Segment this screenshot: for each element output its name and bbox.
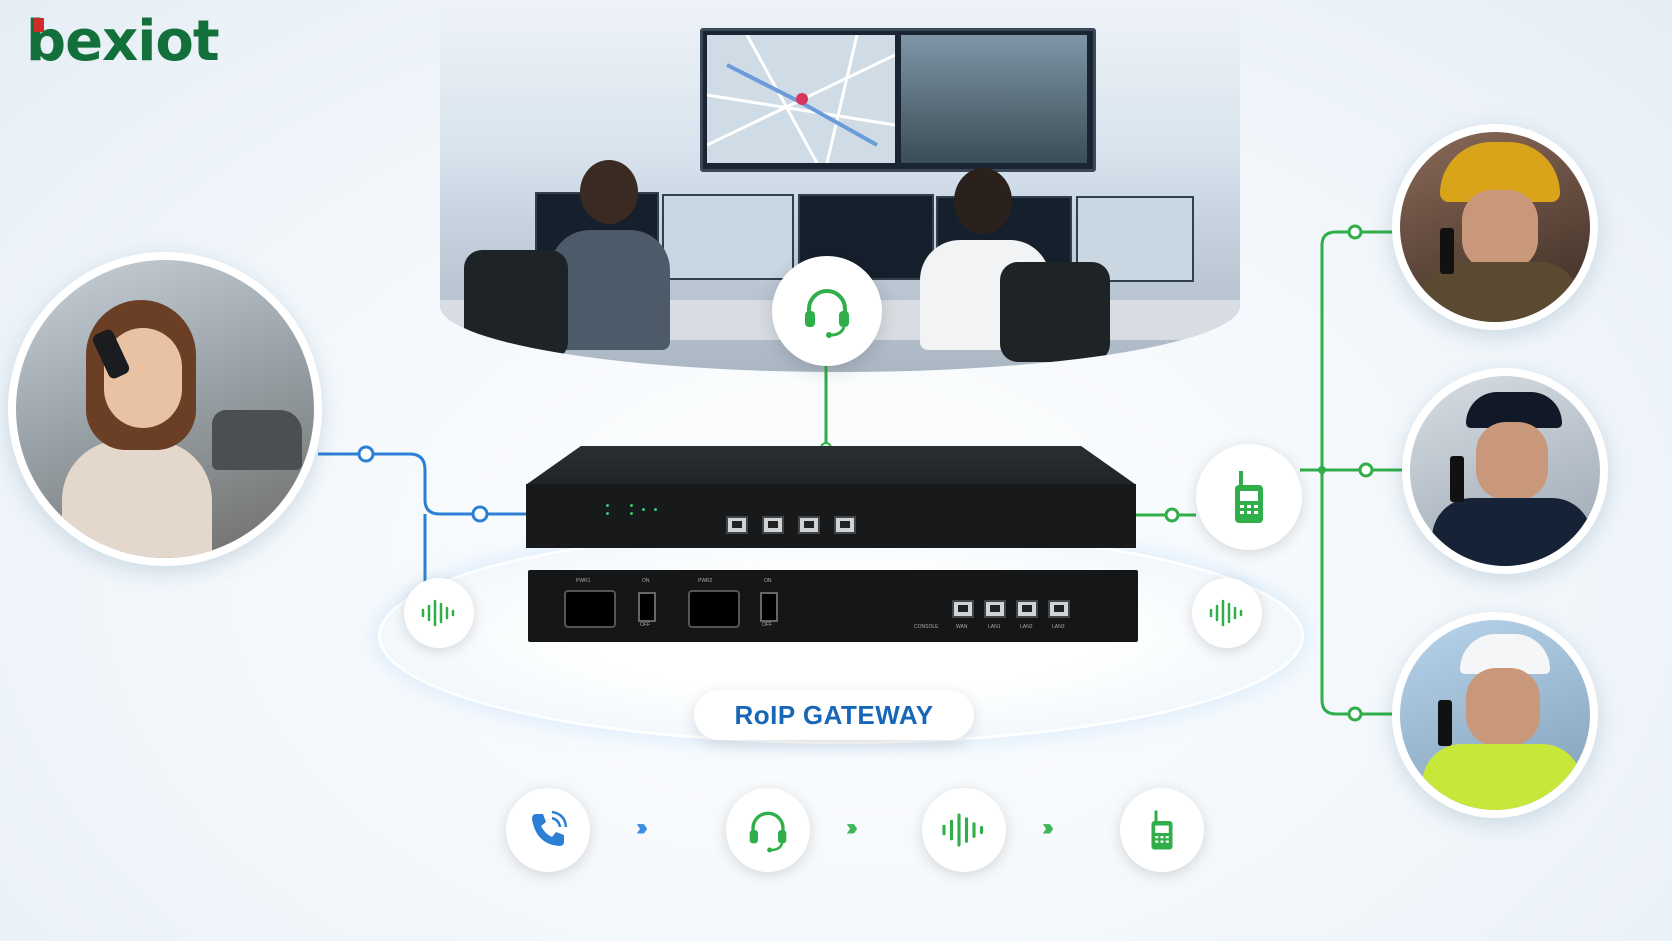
monitor-map bbox=[662, 194, 794, 280]
wan-label: WAN bbox=[956, 624, 968, 630]
lan-port bbox=[1048, 600, 1070, 618]
firefighter-photo bbox=[1392, 124, 1598, 330]
radio-handheld bbox=[1440, 228, 1454, 274]
audio-badge-left bbox=[404, 578, 474, 648]
flow-step-audio bbox=[922, 788, 1006, 872]
car bbox=[212, 410, 302, 470]
gateway-device-back: PWR1 ON OFF PWR2 ON OFF CONSOLE WAN LAN1… bbox=[528, 570, 1138, 642]
lan3-label: LAN3 bbox=[1052, 624, 1065, 630]
status-led bbox=[606, 512, 609, 515]
headset-icon bbox=[749, 811, 787, 853]
phone-icon bbox=[532, 810, 568, 846]
headset-icon bbox=[805, 289, 849, 338]
status-led bbox=[606, 504, 609, 507]
off1-label: OFF bbox=[640, 622, 650, 628]
dispatcher-left-head bbox=[580, 160, 638, 224]
worker-face bbox=[1466, 668, 1540, 746]
pwr2-label: PWR2 bbox=[698, 578, 713, 584]
on1-label: ON bbox=[642, 578, 650, 584]
worker-photo bbox=[1392, 612, 1598, 818]
caller-scene bbox=[16, 260, 314, 558]
audio-badge-right bbox=[1192, 578, 1262, 648]
ethernet-port bbox=[798, 516, 820, 534]
flow-arrow-1: ››› bbox=[636, 814, 648, 841]
lan-port bbox=[984, 600, 1006, 618]
firefighter-scene bbox=[1400, 132, 1590, 322]
audio-wave-icon bbox=[421, 599, 455, 627]
firefighter-face bbox=[1462, 190, 1538, 270]
off2-label: OFF bbox=[762, 622, 772, 628]
audio-wave-icon bbox=[1209, 599, 1243, 627]
audio-wave-icon bbox=[942, 813, 984, 847]
wall-map bbox=[706, 34, 896, 164]
radio-icon bbox=[1151, 810, 1173, 850]
status-led bbox=[630, 512, 633, 515]
chair bbox=[464, 250, 568, 360]
flow-step-radio bbox=[1120, 788, 1204, 872]
wan-port bbox=[952, 600, 974, 618]
chair bbox=[1000, 262, 1110, 362]
hard-hat bbox=[1460, 634, 1550, 674]
status-led bbox=[654, 508, 657, 511]
pwr1-label: PWR1 bbox=[576, 578, 591, 584]
ac-power-socket bbox=[564, 590, 616, 628]
radio-handheld bbox=[1450, 456, 1464, 502]
radio-badge bbox=[1196, 444, 1302, 550]
wall-camera-feed bbox=[901, 35, 1087, 163]
lan-port bbox=[1016, 600, 1038, 618]
video-wall bbox=[700, 28, 1096, 172]
gateway-label: RoIP GATEWAY bbox=[694, 690, 974, 740]
ethernet-port bbox=[726, 516, 748, 534]
worker-scene bbox=[1400, 620, 1590, 810]
caller-photo bbox=[8, 252, 322, 566]
flow-arrow-2: ››› bbox=[846, 814, 858, 841]
police-photo bbox=[1402, 368, 1608, 574]
police-uniform bbox=[1432, 498, 1592, 566]
dispatcher-right-head bbox=[954, 168, 1012, 234]
flow-arrow-3: ››› bbox=[1042, 814, 1054, 841]
radio-handheld bbox=[1438, 700, 1452, 746]
logo-mark bbox=[34, 18, 44, 32]
dispatcher-left bbox=[550, 230, 670, 350]
flow-step-headset bbox=[726, 788, 810, 872]
lan2-label: LAN2 bbox=[1020, 624, 1033, 630]
police-scene bbox=[1410, 376, 1600, 566]
logo-text: bexiot bbox=[26, 9, 220, 74]
safety-vest bbox=[1422, 744, 1582, 810]
ac-power-socket bbox=[688, 590, 740, 628]
radio-icon bbox=[1235, 471, 1263, 523]
lan1-label: LAN1 bbox=[988, 624, 1001, 630]
on2-label: ON bbox=[764, 578, 772, 584]
flow-step-phone bbox=[506, 788, 590, 872]
ethernet-port bbox=[834, 516, 856, 534]
status-led bbox=[630, 504, 633, 507]
power-switch bbox=[638, 592, 656, 622]
officer-face bbox=[1476, 422, 1548, 500]
console-label: CONSOLE bbox=[914, 624, 939, 630]
gateway-front-panel bbox=[526, 484, 1136, 548]
bexiot-logo: bexiot bbox=[26, 14, 220, 70]
status-led bbox=[642, 508, 645, 511]
caller-body bbox=[62, 440, 212, 558]
ethernet-port bbox=[762, 516, 784, 534]
dispatcher-headset-badge bbox=[772, 256, 882, 366]
map-lines bbox=[706, 34, 896, 164]
power-switch bbox=[760, 592, 778, 622]
